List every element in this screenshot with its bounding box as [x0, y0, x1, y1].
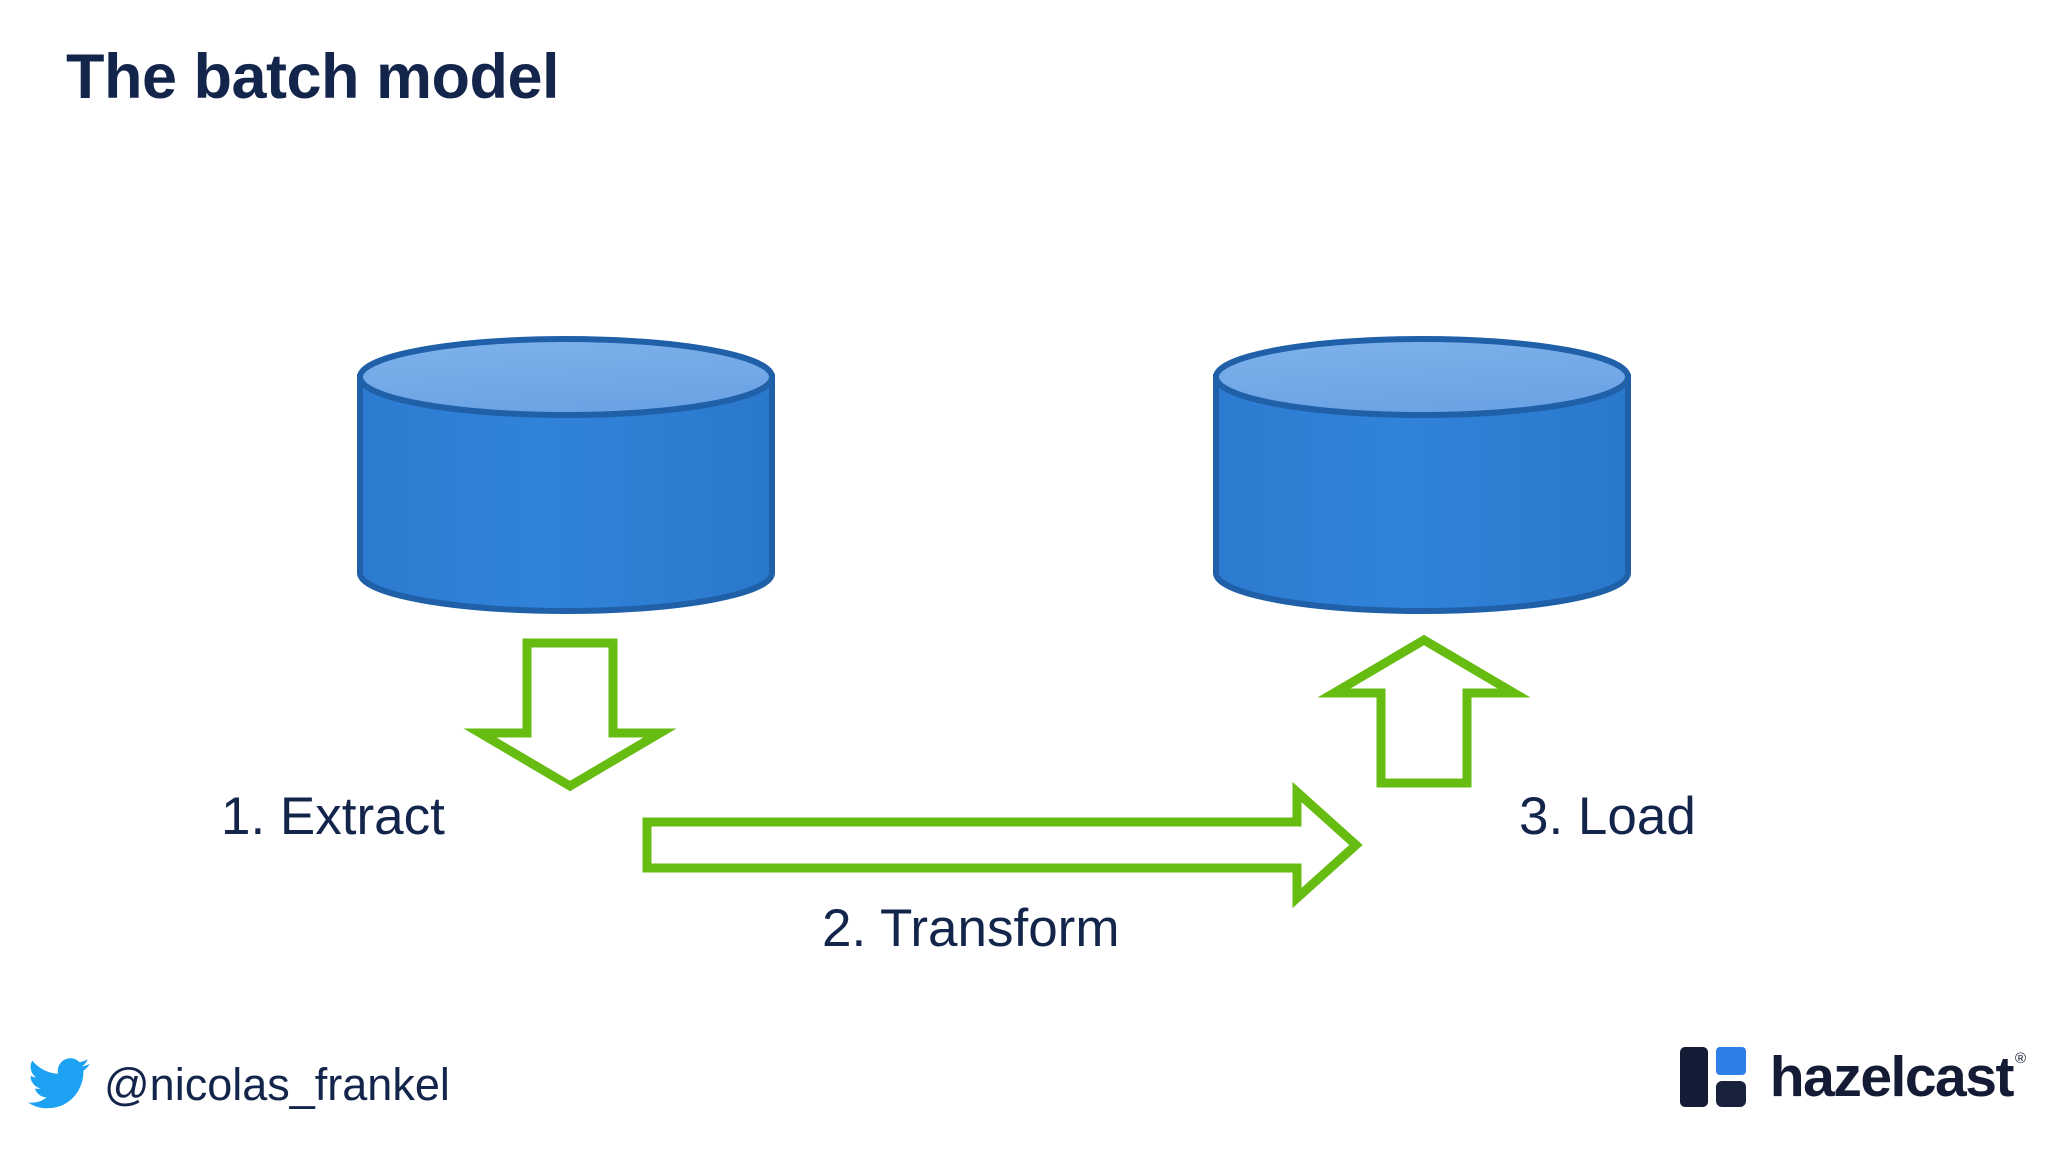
slide-title: The batch model [66, 42, 560, 112]
hazelcast-wordmark-wrap: hazelcast ® [1769, 1044, 2026, 1109]
footer-twitter-handle[interactable]: @nicolas_frankel [28, 1058, 450, 1110]
hazelcast-wordmark: hazelcast [1769, 1044, 2015, 1109]
target-cylinder-top [1213, 336, 1631, 418]
hazelcast-logo: hazelcast ® [1678, 1046, 2026, 1108]
twitter-handle-text: @nicolas_frankel [104, 1058, 450, 1110]
logo-blue-square [1715, 1047, 1746, 1075]
target-cylinder-body [1213, 374, 1631, 614]
hazelcast-logo-mark-icon [1679, 1047, 1746, 1107]
source-database-cylinder [357, 336, 775, 614]
step-label-extract: 1. Extract [221, 787, 445, 846]
registered-trademark-symbol: ® [2014, 1049, 2026, 1067]
logo-bar [1679, 1047, 1708, 1107]
source-cylinder-body [357, 374, 775, 614]
extract-down-arrow [463, 638, 677, 792]
target-database-cylinder [1213, 336, 1631, 614]
logo-dark-square [1715, 1081, 1746, 1107]
twitter-bird-icon [28, 1058, 90, 1109]
source-cylinder-top [357, 336, 775, 418]
step-label-transform: 2. Transform [822, 899, 1120, 958]
load-up-arrow [1317, 634, 1531, 788]
step-label-load: 3. Load [1519, 787, 1696, 846]
transform-right-arrow [642, 781, 1363, 909]
